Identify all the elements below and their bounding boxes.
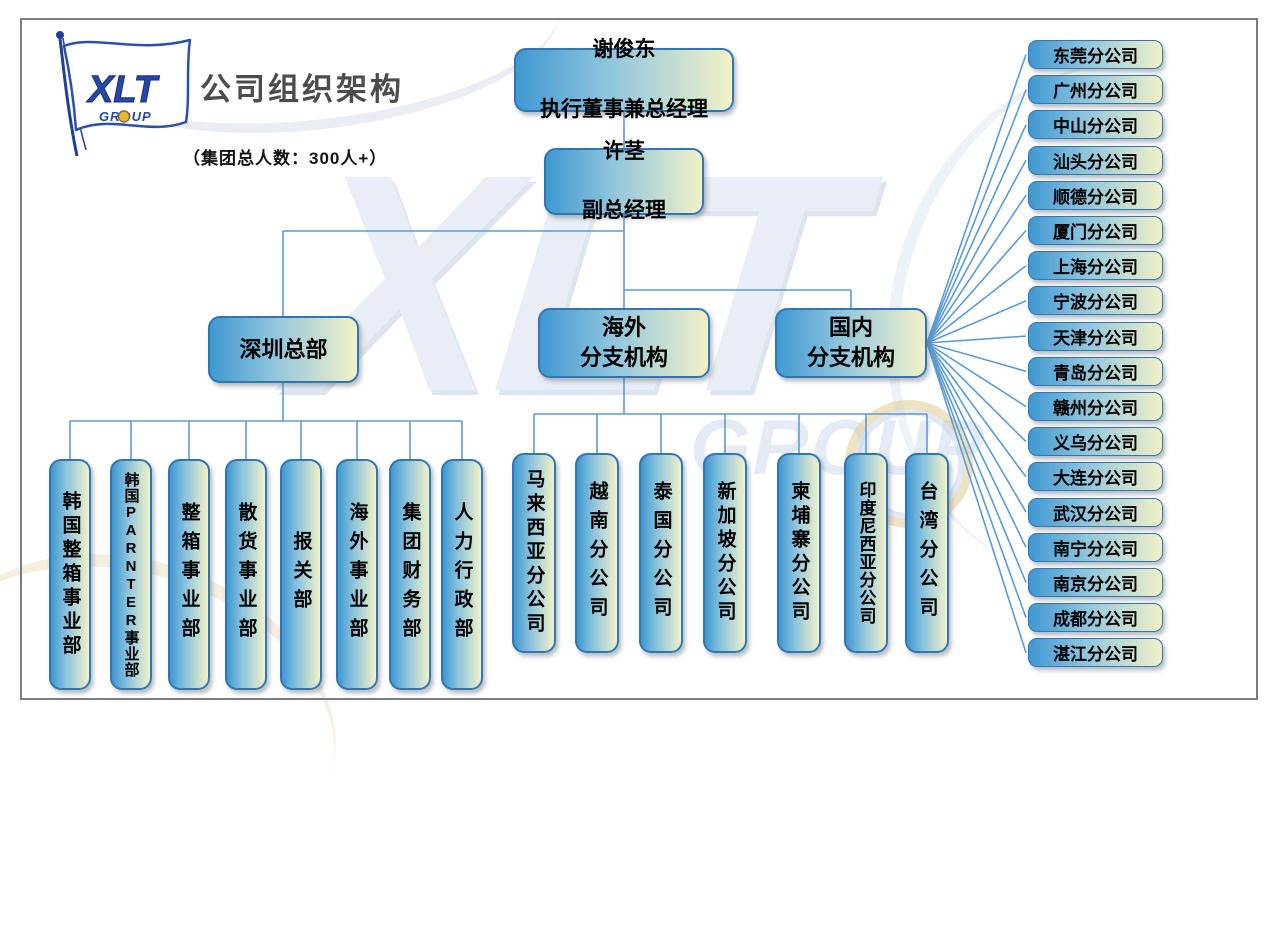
- org-box-label: 报关部: [290, 531, 312, 618]
- connector-line: [926, 89, 1027, 344]
- org-box-domestic-branch: 顺德分公司: [1028, 180, 1163, 210]
- org-box-label: 散货事业部: [235, 502, 257, 647]
- org-box-department: 集团财务部: [389, 459, 431, 690]
- org-box-domestic-branch: 中山分公司: [1028, 110, 1163, 140]
- org-box-domestic-branch: 厦门分公司: [1028, 216, 1163, 245]
- org-box-department: 海外事业部: [336, 459, 378, 690]
- org-box-domestic-group: 国内 分支机构: [775, 308, 927, 378]
- org-box-label: 人力行政部: [451, 502, 473, 647]
- org-box-domestic-branch: 汕头分公司: [1028, 145, 1163, 175]
- org-box-department: 报关部: [280, 459, 322, 690]
- flagpole-knob: [56, 31, 64, 39]
- connector-line: [926, 194, 1027, 344]
- org-box-label: 集团财务部: [399, 502, 421, 647]
- org-box-label: 新加坡分公司: [714, 481, 736, 625]
- org-box-overseas-branch: 泰国分公司: [639, 453, 683, 653]
- org-box-label: 印度尼西亚分公司: [856, 481, 876, 625]
- connector-line: [926, 159, 1027, 344]
- org-box-overseas-branch: 柬埔寨分公司: [777, 453, 821, 653]
- flag-cloth: [62, 38, 192, 132]
- connector-line: [926, 300, 1027, 344]
- org-box-domestic-branch: 武汉分公司: [1028, 497, 1163, 527]
- org-box-domestic-branch: 南宁分公司: [1028, 532, 1163, 562]
- ceo-name: 谢俊东: [592, 38, 656, 62]
- org-box-label: 韩国整箱事业部: [59, 490, 81, 659]
- org-box-department: 人力行政部: [441, 459, 483, 690]
- org-box-domestic-branch: 天津分公司: [1028, 321, 1163, 351]
- flagpole: [58, 37, 79, 157]
- org-box-domestic-branch: 南京分公司: [1028, 568, 1163, 597]
- connector-line: [926, 342, 1027, 583]
- logo-compass-icon: [117, 110, 131, 123]
- connector-line: [926, 342, 1027, 408]
- org-box-label: 海外事业部: [346, 502, 368, 647]
- org-box-ceo: 谢俊东 执行董事兼总经理: [514, 38, 734, 121]
- connector-line: [926, 342, 1027, 478]
- org-box-label: 台湾分公司: [916, 480, 938, 626]
- logo-brand-text: XLT: [86, 69, 160, 111]
- connector-line: [926, 124, 1027, 344]
- org-box-label: 整箱事业部: [178, 502, 200, 647]
- connector-line: [926, 265, 1027, 344]
- connector-line: [926, 342, 1027, 513]
- org-box-label: 马来西亚分公司: [523, 469, 545, 637]
- connector-line: [926, 342, 1027, 654]
- connector-line: [926, 342, 1027, 443]
- org-box-domestic-branch: 宁波分公司: [1028, 286, 1163, 316]
- org-box-domestic-branch: 青岛分公司: [1028, 356, 1163, 386]
- connector-line: [926, 342, 1027, 548]
- connector-line: [926, 342, 1027, 618]
- org-box-overseas-branch: 新加坡分公司: [703, 453, 747, 653]
- org-box-label: 韩国PARNTER事业部: [122, 471, 140, 678]
- org-box-label: 柬埔寨分公司: [788, 481, 810, 625]
- org-box-domestic-branch: 义乌分公司: [1028, 427, 1163, 457]
- org-box-deputy: 许茎 副总经理: [544, 140, 704, 222]
- org-box-overseas-group: 海外 分支机构: [538, 308, 710, 378]
- org-box-domestic-branch: 大连分公司: [1028, 462, 1163, 492]
- org-box-overseas-branch: 印度尼西亚分公司: [844, 453, 888, 653]
- org-box-domestic-branch: 上海分公司: [1028, 251, 1163, 281]
- connector-line: [926, 229, 1027, 344]
- page-title: 公司组织架构: [200, 72, 404, 107]
- org-box-overseas-branch: 台湾分公司: [905, 453, 949, 653]
- connector-lines: [69, 54, 1027, 654]
- ceo-title: 执行董事兼总经理: [540, 97, 708, 121]
- org-box-shenzhen-hq: 深圳总部: [208, 316, 359, 383]
- org-box-department: 整箱事业部: [168, 459, 210, 690]
- org-box-department: 韩国PARNTER事业部: [110, 459, 152, 690]
- org-box-department: 韩国整箱事业部: [49, 459, 91, 690]
- org-box-domestic-branch: 湛江分公司: [1028, 638, 1163, 668]
- org-box-overseas-branch: 马来西亚分公司: [512, 453, 556, 653]
- org-box-label: 泰国分公司: [650, 480, 672, 626]
- xlt-flag-logo: XLT GROUP: [56, 31, 192, 157]
- org-box-department: 散货事业部: [225, 459, 267, 690]
- connector-line: [926, 342, 1027, 373]
- org-box-domestic-branch: 广州分公司: [1028, 75, 1163, 105]
- headcount-note: （集团总人数：300人+）: [183, 149, 388, 168]
- org-box-domestic-branch: 赣州分公司: [1028, 392, 1163, 421]
- connector-line: [926, 54, 1027, 344]
- connector-line: [926, 335, 1027, 344]
- deputy-title: 副总经理: [582, 199, 666, 223]
- org-box-overseas-branch: 越南分公司: [575, 453, 619, 653]
- org-box-domestic-branch: 成都分公司: [1028, 603, 1163, 633]
- deputy-name: 许茎: [603, 139, 645, 163]
- org-box-label: 越南分公司: [586, 480, 608, 626]
- org-box-domestic-branch: 东莞分公司: [1028, 40, 1163, 69]
